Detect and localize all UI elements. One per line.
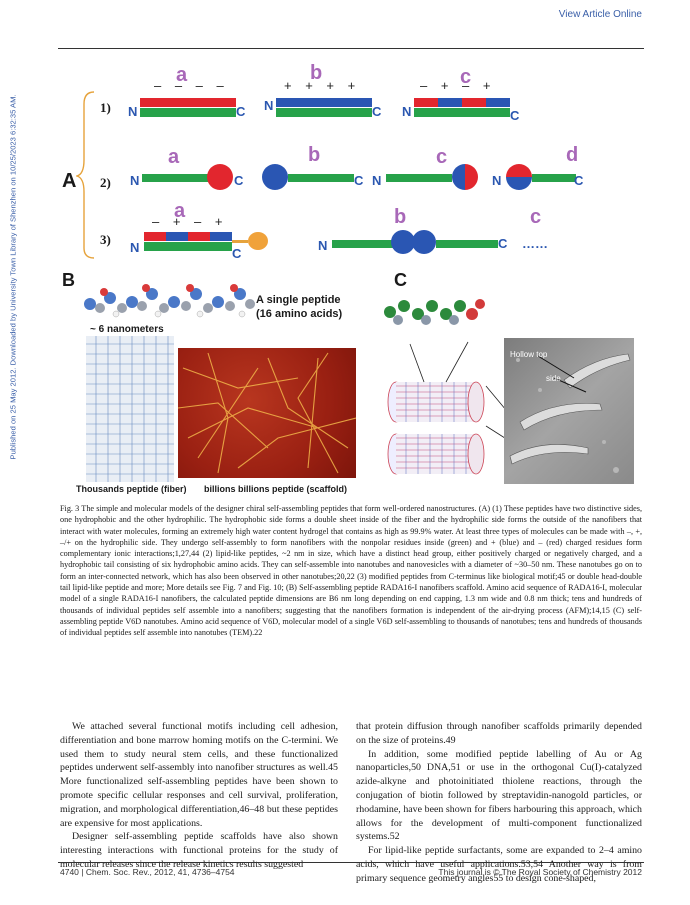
tail-2d [532, 174, 576, 182]
tail-2b [288, 174, 354, 182]
peptide-1c-seg4 [486, 98, 510, 107]
peptide-1a-top [140, 98, 236, 107]
charges-3a: – + – + [152, 214, 228, 229]
view-article-online-link[interactable]: View Article Online [558, 9, 642, 20]
peptide-1a-bottom [140, 108, 236, 117]
charges-1a: – – – – [154, 78, 229, 93]
download-note: Published on 25 May 2012. Downloaded by … [8, 94, 18, 460]
right-paragraph-3: For lipid-like peptide surfactants, some… [356, 845, 642, 884]
n-term-1a: N [128, 104, 138, 119]
peptide-3a-seg2 [166, 232, 188, 241]
letter-2b: b [308, 144, 321, 166]
n-term-3a: N [130, 240, 140, 255]
c-term-3b: C [498, 236, 508, 251]
letter-2c: c [436, 146, 448, 168]
n-term-1b: N [264, 98, 274, 113]
c-term-3a: C [232, 246, 242, 261]
ellipsis-3: …… [522, 236, 548, 251]
letter-2d: d [566, 144, 579, 166]
peptide-3a-seg3 [188, 232, 210, 241]
head-2c [452, 164, 478, 190]
c-term-2b: C [354, 173, 364, 188]
tail-3b-right [436, 240, 498, 248]
peptide-1b-top [276, 98, 372, 107]
nanofiber-model [86, 336, 174, 482]
scaffold-caption: billions billions peptide (scaffold) [204, 484, 348, 494]
side-label: side [546, 374, 561, 383]
peptide-1c-bottom [414, 108, 510, 117]
letter-3c: c [530, 206, 542, 228]
body-column-right: that protein diffusion through nanofiber… [356, 720, 642, 886]
letter-1a: a [176, 64, 188, 86]
peptide-3a-seg4 [210, 232, 232, 241]
c-term-1a: C [236, 104, 246, 119]
linker-3a [232, 240, 248, 243]
letter-2a: a [168, 146, 180, 168]
peptide-1b-bottom [276, 108, 372, 117]
c-term-2a: C [234, 173, 244, 188]
n-term-2d: N [492, 173, 502, 188]
figure-panel-a: A 1) 2) 3) a – – – – N C b + + + + N C c… [60, 60, 640, 261]
letter-3b: b [394, 206, 407, 228]
footer-citation: 4740 | Chem. Soc. Rev., 2012, 41, 4736–4… [60, 867, 235, 877]
header-rule [58, 48, 644, 49]
figure-panel-b: B A single peptide (16 amino acids) ~ 6 … [60, 270, 360, 500]
left-paragraph-2: Designer self-assembling peptide scaffol… [60, 831, 338, 870]
six-nm-label: ~ 6 nanometers [90, 324, 164, 335]
n-term-2a: N [130, 173, 140, 188]
charges-1c: – + – + [420, 78, 496, 93]
footer-rule [58, 862, 644, 863]
panel-a-brace [76, 91, 95, 259]
peptide-1c-seg2 [438, 98, 462, 107]
tail-2c [386, 174, 452, 182]
fiber-caption: Thousands peptide (fiber) [76, 484, 187, 494]
right-paragraph-1: that protein diffusion through nanofiber… [356, 721, 642, 746]
hollow-top-label: Hollow top [510, 350, 548, 359]
nanotube-lower [387, 433, 485, 475]
tail-2a [142, 174, 208, 182]
v6d-molecule-model [384, 299, 485, 325]
peptide-1c-seg1 [414, 98, 438, 107]
n-term-2c: N [372, 173, 382, 188]
figure-caption: Fig. 3 The simple and molecular models o… [60, 504, 642, 638]
single-peptide-label: A single peptide [256, 294, 341, 306]
n-term-1c: N [402, 104, 412, 119]
letter-1b: b [310, 62, 323, 84]
c-term-1b: C [372, 104, 382, 119]
peptide-3a-seg1 [144, 232, 166, 241]
letter-3a: a [174, 200, 186, 222]
footer-copyright: This journal is © The Royal Society of C… [438, 867, 642, 877]
peptide-1c-seg3 [462, 98, 486, 107]
row-2-label: 2) [100, 175, 111, 190]
panel-a-label: A [62, 170, 77, 192]
afm-scaffold-image [178, 348, 356, 478]
head-2b [262, 164, 288, 190]
panel-b-label: B [62, 270, 75, 290]
c-term-2d: C [574, 173, 584, 188]
letter-1c: c [460, 66, 472, 88]
head-3b [391, 230, 436, 254]
tail-3b-left [332, 240, 394, 248]
peptide-molecule-model [84, 284, 255, 318]
tem-image [504, 338, 634, 484]
body-column-left: We attached several functional motifs in… [60, 720, 338, 872]
panel-c-label: C [394, 270, 407, 290]
peptide-3a-bottom [144, 242, 232, 251]
right-paragraph-2: In addition, some modified peptide label… [356, 748, 642, 843]
motif-3a [248, 232, 268, 250]
charges-1b: + + + + [284, 78, 361, 93]
row-1-label: 1) [100, 100, 111, 115]
left-paragraph-1: We attached several functional motifs in… [60, 721, 338, 829]
head-2d [506, 164, 532, 190]
nanotube-upper [387, 381, 485, 423]
c-term-1c: C [510, 108, 520, 123]
amino-acid-count-label: (16 amino acids) [256, 308, 343, 320]
row-3-label: 3) [100, 232, 111, 247]
n-term-3b: N [318, 238, 328, 253]
figure-panel-c: C Hollow top side [380, 270, 642, 500]
head-2a [207, 164, 233, 190]
